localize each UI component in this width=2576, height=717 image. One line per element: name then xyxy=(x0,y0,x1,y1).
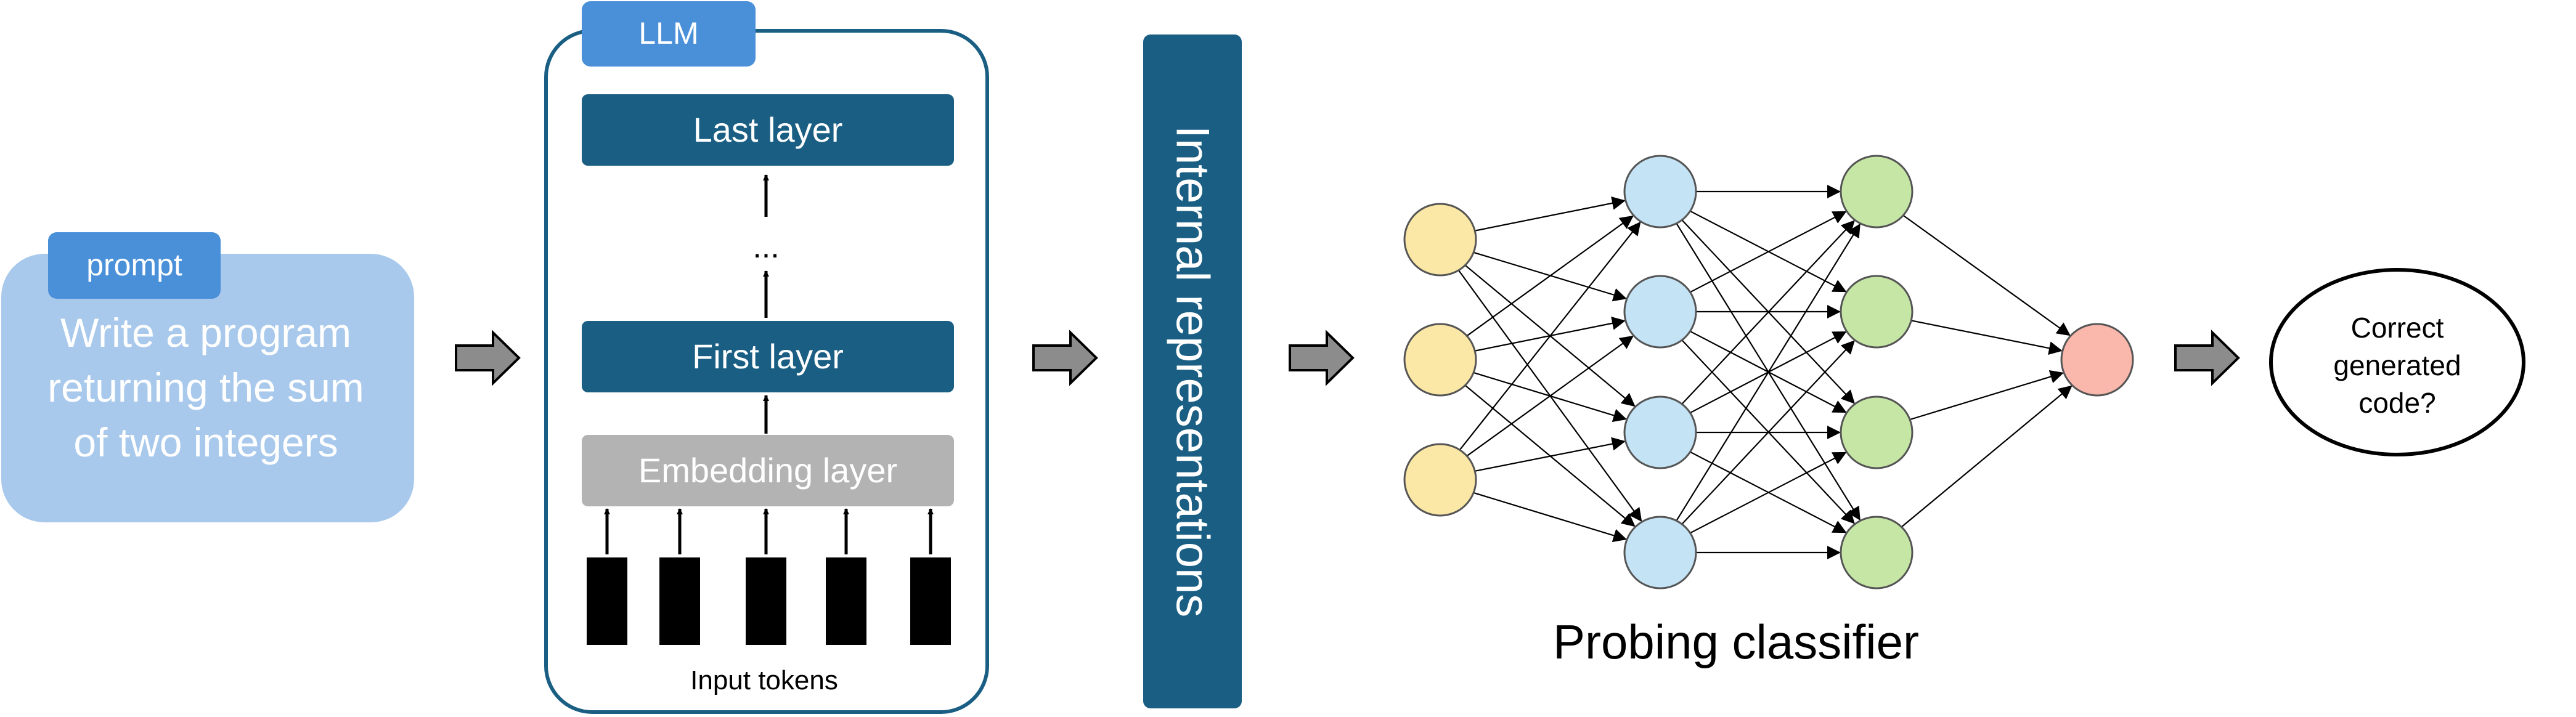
network-edge xyxy=(1681,220,1855,405)
output-line-1: Correct xyxy=(2351,312,2444,344)
hidden-node xyxy=(1623,395,1697,469)
network-nodes xyxy=(1403,155,2134,589)
network-edge xyxy=(1466,215,1634,337)
input-token xyxy=(587,557,627,645)
input-node xyxy=(1403,203,1477,277)
network-edge xyxy=(1681,340,1855,525)
input-tokens-label: Input tokens xyxy=(690,665,838,695)
prompt-text-line-3: of two integers xyxy=(73,419,338,465)
prompt-tag-label: prompt xyxy=(86,248,182,282)
input-token xyxy=(910,557,951,645)
hidden2-node xyxy=(1840,516,1914,589)
input-token xyxy=(746,557,786,645)
hidden-node xyxy=(1623,275,1697,349)
flow-arrow-icon xyxy=(2174,330,2240,386)
last-layer-box xyxy=(582,94,954,166)
network-edge xyxy=(1690,452,1847,534)
llm-section: LLM Last layer ... First layer Embedding… xyxy=(544,1,989,714)
flow-arrow-icon xyxy=(455,330,521,386)
network-edge xyxy=(1902,214,2071,336)
llm-tag-label: LLM xyxy=(638,16,698,51)
network-edge xyxy=(1459,221,1641,451)
hidden2-node xyxy=(1840,155,1914,229)
network-edge xyxy=(1690,211,1847,293)
input-node xyxy=(1403,443,1477,517)
input-tokens xyxy=(587,508,951,645)
flow-arrow-icon xyxy=(1289,330,1355,386)
network-edge xyxy=(1909,370,2064,421)
hidden2-node xyxy=(1840,275,1914,349)
embedding-layer-label: Embedding layer xyxy=(638,451,897,490)
network-edge xyxy=(1475,437,1626,472)
network-edges xyxy=(1457,185,2073,559)
hidden-node xyxy=(1623,516,1697,589)
output-section: Correct generated code? xyxy=(2269,268,2525,456)
prompt-box xyxy=(1,254,414,522)
input-token xyxy=(826,557,866,645)
probing-classifier-label: Probing classifier xyxy=(1553,615,1919,669)
network-edge xyxy=(1910,320,2063,355)
prompt-text-line-2: returning the sum xyxy=(47,365,364,410)
output-line-3: code? xyxy=(2358,387,2435,419)
output-node xyxy=(2060,323,2134,397)
embedding-layer-box xyxy=(582,435,954,506)
network-edge xyxy=(1474,196,1626,232)
first-layer-label: First layer xyxy=(692,337,844,376)
first-layer-box xyxy=(582,321,954,392)
network-edge xyxy=(1676,223,1861,521)
hidden2-node xyxy=(1840,395,1914,469)
layers-ellipsis: ... xyxy=(752,229,779,265)
probing-classifier-section: Probing classifier xyxy=(1403,155,2134,669)
hidden-node xyxy=(1623,155,1697,229)
output-line-2: generated xyxy=(2333,349,2461,381)
prompt-section: prompt Write a program returning the sum… xyxy=(1,232,414,522)
last-layer-label: Last layer xyxy=(693,110,843,149)
internal-representations-section: Internal representations xyxy=(1143,34,1242,708)
internal-representations-label: Internal representations xyxy=(1167,126,1219,617)
prompt-text-line-1: Write a program xyxy=(60,310,351,355)
input-token xyxy=(659,557,700,645)
input-node xyxy=(1403,323,1477,397)
llm-tag xyxy=(582,1,756,67)
network-edge xyxy=(1473,492,1627,543)
internal-representations-bar xyxy=(1143,34,1242,708)
network-edge xyxy=(1466,335,1634,457)
output-ellipse xyxy=(2269,268,2525,456)
network-edge xyxy=(1901,385,2073,528)
flow-arrow-icon xyxy=(1032,330,1098,386)
prompt-tag xyxy=(48,232,221,299)
